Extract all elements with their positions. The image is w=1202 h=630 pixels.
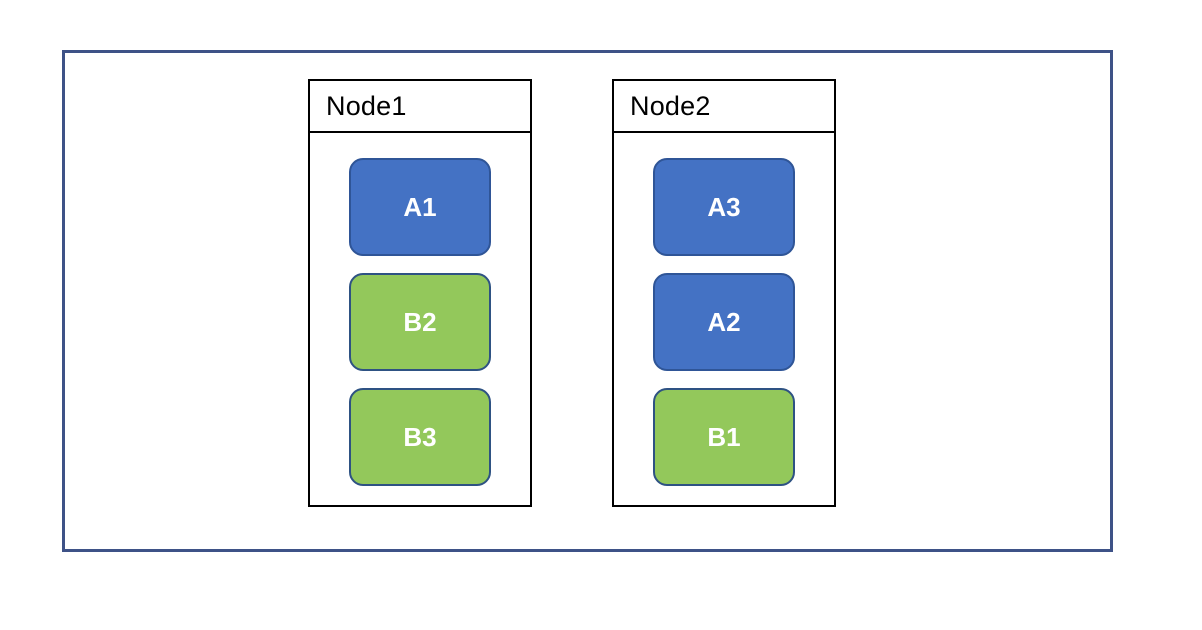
node-1-container: Node1 A1 B2 B3 — [308, 79, 532, 507]
box-a1-label: A1 — [403, 191, 437, 222]
box-a2: A2 — [653, 273, 795, 371]
box-b3: B3 — [349, 388, 491, 486]
node-2-container: Node2 A3 A2 B1 — [612, 79, 836, 507]
box-b3-label: B3 — [403, 421, 437, 452]
node-1-header: Node1 — [310, 81, 530, 133]
box-a3-label: A3 — [707, 191, 741, 222]
box-b1-label: B1 — [707, 421, 741, 452]
box-a3: A3 — [653, 158, 795, 256]
node-2-header: Node2 — [614, 81, 834, 133]
node-1-title: Node1 — [326, 90, 407, 121]
box-b2-label: B2 — [403, 306, 437, 337]
box-b2: B2 — [349, 273, 491, 371]
node-2-title: Node2 — [630, 90, 711, 121]
node-1-body: A1 B2 B3 — [310, 133, 530, 486]
node-2-body: A3 A2 B1 — [614, 133, 834, 486]
outer-frame: Node1 A1 B2 B3 Node2 A3 — [62, 50, 1113, 552]
box-b1: B1 — [653, 388, 795, 486]
box-a1: A1 — [349, 158, 491, 256]
box-a2-label: A2 — [707, 306, 741, 337]
